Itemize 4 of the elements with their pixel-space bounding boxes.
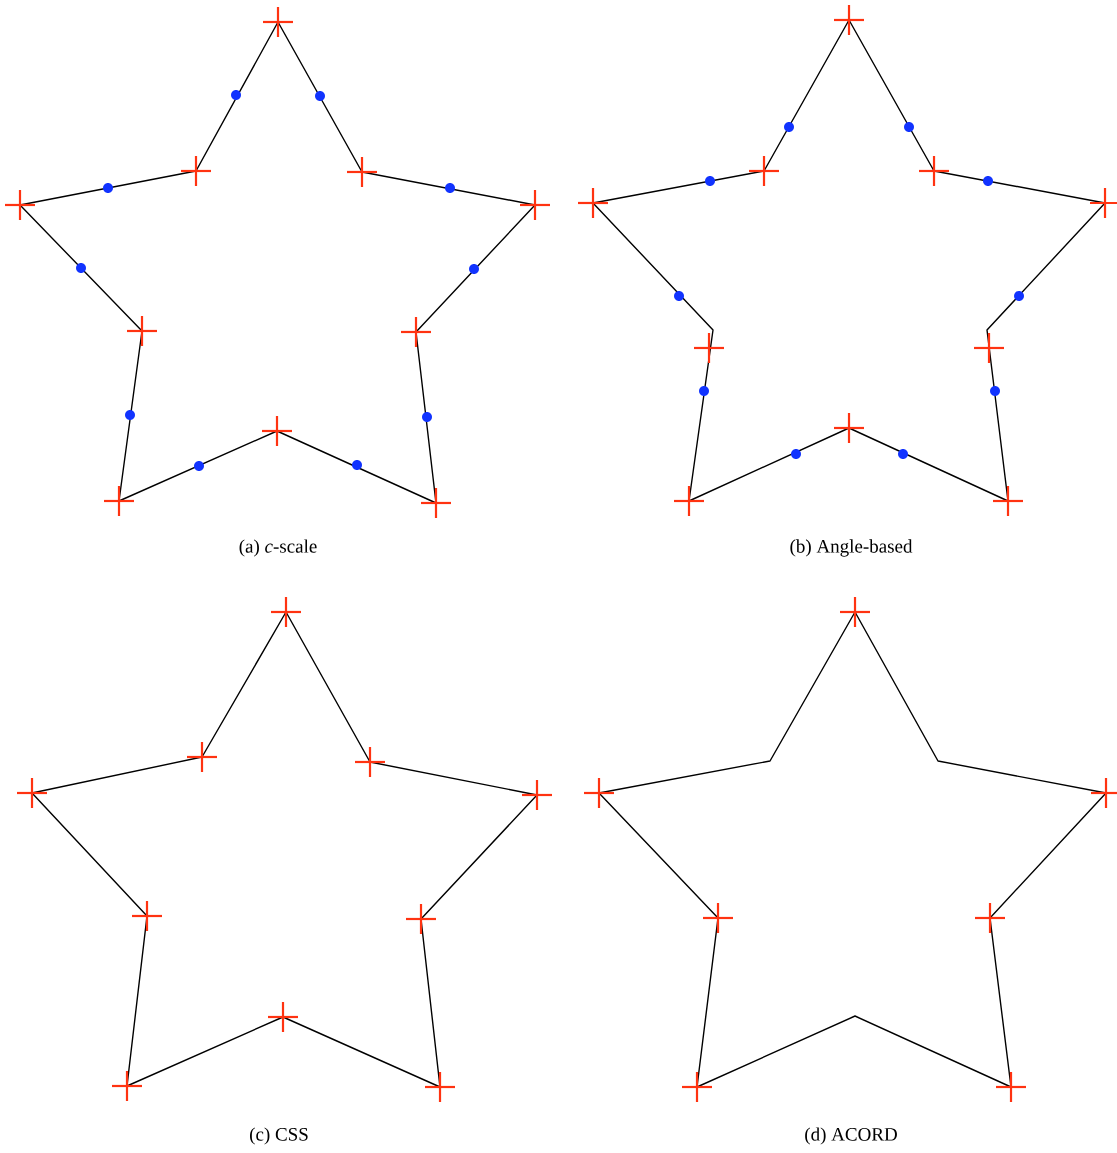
subfigure-caption: (c) CSS (250, 1127, 308, 1145)
subfigure-caption: (b) Angle-based (790, 539, 913, 557)
subfigure-caption: (a) c-scale (239, 539, 317, 557)
subfigure-caption: (d) ACORD (805, 1127, 897, 1145)
